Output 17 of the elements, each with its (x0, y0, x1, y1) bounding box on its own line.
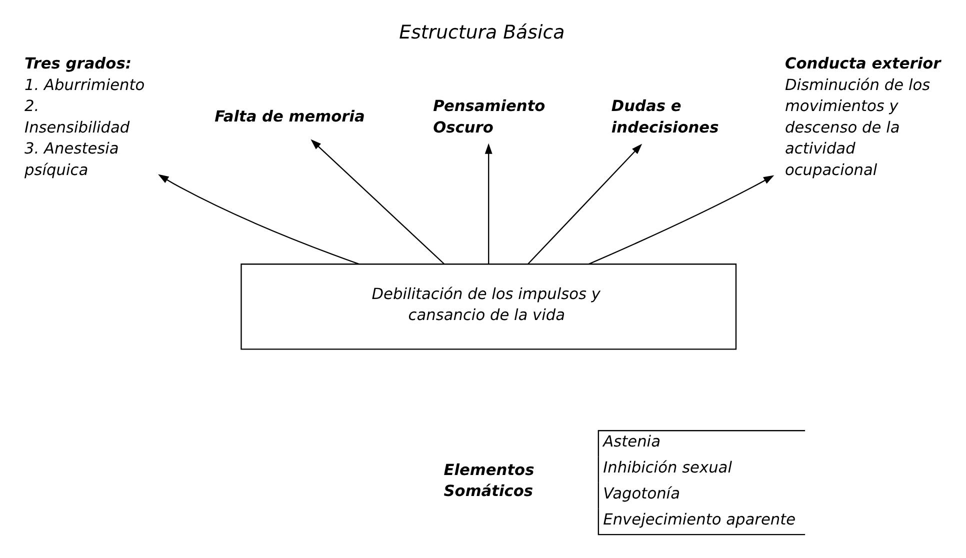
node-text: Falta de memoria (214, 107, 365, 126)
arrow (588, 174, 774, 264)
node-text: Pensamiento Oscuro (433, 96, 546, 136)
label: Envejecimiento aparente (603, 510, 796, 528)
arrow (484, 142, 492, 264)
node-text: Tres grados: 1. Aburrimiento 2. Insensibilidad 3. Anestesia psíquica (24, 54, 145, 178)
node-box: Debilitación de los impulsos y cansancio de la vida (240, 263, 737, 350)
arrow (158, 174, 360, 264)
diagram-title: Estructura Básica (399, 20, 565, 43)
node-text: Conducta exterior Disminución de los movimientos y descenso de la actividad ocupacional (784, 54, 941, 178)
label: Vagotonía (603, 484, 680, 502)
node-text: Elementos Somáticos (444, 460, 534, 500)
label: Astenia (603, 432, 660, 450)
label: Inhibición sexual (603, 458, 732, 476)
node-text: Dudas e indecisiones (611, 96, 719, 136)
arrow (310, 138, 444, 264)
arrow (528, 143, 642, 264)
